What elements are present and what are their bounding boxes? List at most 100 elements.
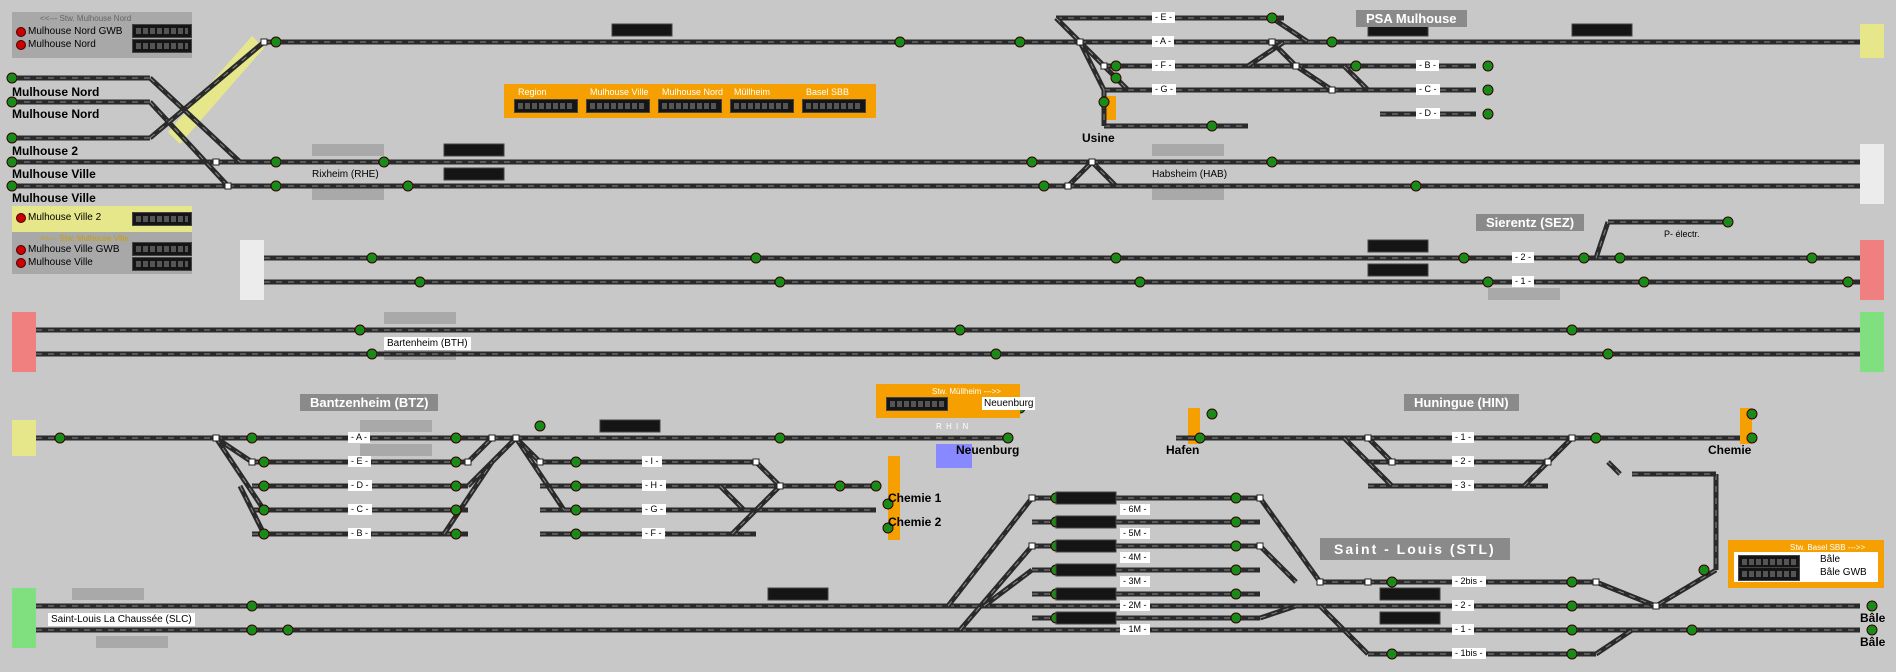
signal-icon[interactable] — [1614, 252, 1626, 264]
signal-icon[interactable] — [882, 498, 894, 510]
signal-icon[interactable] — [354, 324, 366, 336]
signal-icon[interactable] — [1206, 120, 1218, 132]
signal-icon[interactable] — [366, 348, 378, 360]
signal-icon[interactable] — [1482, 84, 1494, 96]
signal-icon[interactable] — [1350, 60, 1362, 72]
signal-icon[interactable] — [1206, 408, 1218, 420]
signal-icon[interactable] — [990, 348, 1002, 360]
signal-icon[interactable] — [1026, 156, 1038, 168]
signal-icon[interactable] — [450, 528, 462, 540]
signal-icon[interactable] — [1230, 516, 1242, 528]
signal-icon[interactable] — [534, 420, 546, 432]
signal-icon[interactable] — [1746, 408, 1758, 420]
signal-icon[interactable] — [834, 480, 846, 492]
signal-icon[interactable] — [1806, 252, 1818, 264]
signal-icon[interactable] — [450, 456, 462, 468]
route-label[interactable]: Bâle — [1820, 554, 1841, 565]
signal-icon[interactable] — [258, 528, 270, 540]
signal-icon[interactable] — [6, 72, 18, 84]
signal-icon[interactable] — [258, 504, 270, 516]
signal-icon[interactable] — [1038, 180, 1050, 192]
signal-icon[interactable] — [1098, 96, 1110, 108]
signal-icon[interactable] — [246, 624, 258, 636]
signal-icon[interactable] — [570, 528, 582, 540]
route-label[interactable]: Mulhouse Nord GWB — [28, 26, 123, 37]
signal-icon[interactable] — [6, 132, 18, 144]
signal-icon[interactable] — [282, 624, 294, 636]
signal-icon[interactable] — [570, 456, 582, 468]
signal-icon[interactable] — [570, 480, 582, 492]
signal-icon[interactable] — [1230, 612, 1242, 624]
signal-icon[interactable] — [1110, 60, 1122, 72]
signal-icon[interactable] — [6, 96, 18, 108]
signal-icon[interactable] — [378, 156, 390, 168]
signal-icon[interactable] — [1002, 432, 1014, 444]
signal-icon[interactable] — [1590, 432, 1602, 444]
signal-icon[interactable] — [1230, 588, 1242, 600]
signal-icon[interactable] — [870, 480, 882, 492]
signal-icon[interactable] — [774, 276, 786, 288]
route-label[interactable]: Neuenburg — [982, 397, 1036, 410]
signal-icon[interactable] — [1134, 276, 1146, 288]
signal-icon[interactable] — [882, 522, 894, 534]
signal-icon[interactable] — [1482, 108, 1494, 120]
signal-icon[interactable] — [258, 480, 270, 492]
route-label[interactable]: Mulhouse Ville — [28, 257, 93, 268]
signal-icon[interactable] — [246, 600, 258, 612]
signal-icon[interactable] — [1578, 252, 1590, 264]
route-label[interactable]: Mulhouse Ville 2 — [28, 212, 102, 223]
signal-icon[interactable] — [1866, 624, 1878, 636]
signal-icon[interactable] — [954, 324, 966, 336]
signal-icon[interactable] — [450, 432, 462, 444]
signal-icon[interactable] — [1566, 324, 1578, 336]
route-label[interactable]: Mulhouse Nord — [28, 39, 96, 50]
signal-icon[interactable] — [1230, 540, 1242, 552]
signal-icon[interactable] — [1566, 600, 1578, 612]
signal-icon[interactable] — [774, 432, 786, 444]
signal-icon[interactable] — [258, 456, 270, 468]
signal-icon[interactable] — [1110, 252, 1122, 264]
signal-icon[interactable] — [1638, 276, 1650, 288]
signal-icon[interactable] — [1110, 72, 1122, 84]
signal-icon[interactable] — [1014, 36, 1026, 48]
signal-icon[interactable] — [402, 180, 414, 192]
signal-icon[interactable] — [1842, 276, 1854, 288]
signal-icon[interactable] — [270, 156, 282, 168]
signal-icon[interactable] — [1566, 624, 1578, 636]
signal-icon[interactable] — [1602, 348, 1614, 360]
signal-icon[interactable] — [270, 36, 282, 48]
signal-icon[interactable] — [570, 504, 582, 516]
signal-icon[interactable] — [450, 480, 462, 492]
signal-icon[interactable] — [1866, 600, 1878, 612]
signal-icon[interactable] — [894, 36, 906, 48]
signal-icon[interactable] — [1482, 60, 1494, 72]
signal-icon[interactable] — [1698, 564, 1710, 576]
signal-icon[interactable] — [1410, 180, 1422, 192]
signal-icon[interactable] — [1746, 432, 1758, 444]
signal-icon[interactable] — [1266, 12, 1278, 24]
signal-icon[interactable] — [6, 180, 18, 192]
signal-icon[interactable] — [54, 432, 66, 444]
signal-icon[interactable] — [1566, 648, 1578, 660]
signal-icon[interactable] — [1194, 432, 1206, 444]
signal-icon[interactable] — [1482, 276, 1494, 288]
signal-icon[interactable] — [414, 276, 426, 288]
signal-icon[interactable] — [6, 156, 18, 168]
signal-icon[interactable] — [450, 504, 462, 516]
signal-icon[interactable] — [1566, 576, 1578, 588]
route-label[interactable]: Bâle GWB — [1820, 567, 1867, 578]
signal-icon[interactable] — [1458, 252, 1470, 264]
signal-icon[interactable] — [1326, 36, 1338, 48]
signal-icon[interactable] — [1686, 624, 1698, 636]
signal-icon[interactable] — [1386, 576, 1398, 588]
signal-icon[interactable] — [1722, 216, 1734, 228]
signal-icon[interactable] — [270, 180, 282, 192]
signal-icon[interactable] — [1266, 156, 1278, 168]
signal-icon[interactable] — [366, 252, 378, 264]
signal-icon[interactable] — [1230, 492, 1242, 504]
route-label[interactable]: Mulhouse Ville GWB — [28, 244, 120, 255]
signal-icon[interactable] — [750, 252, 762, 264]
signal-icon[interactable] — [1230, 564, 1242, 576]
signal-icon[interactable] — [1386, 648, 1398, 660]
signal-icon[interactable] — [246, 432, 258, 444]
